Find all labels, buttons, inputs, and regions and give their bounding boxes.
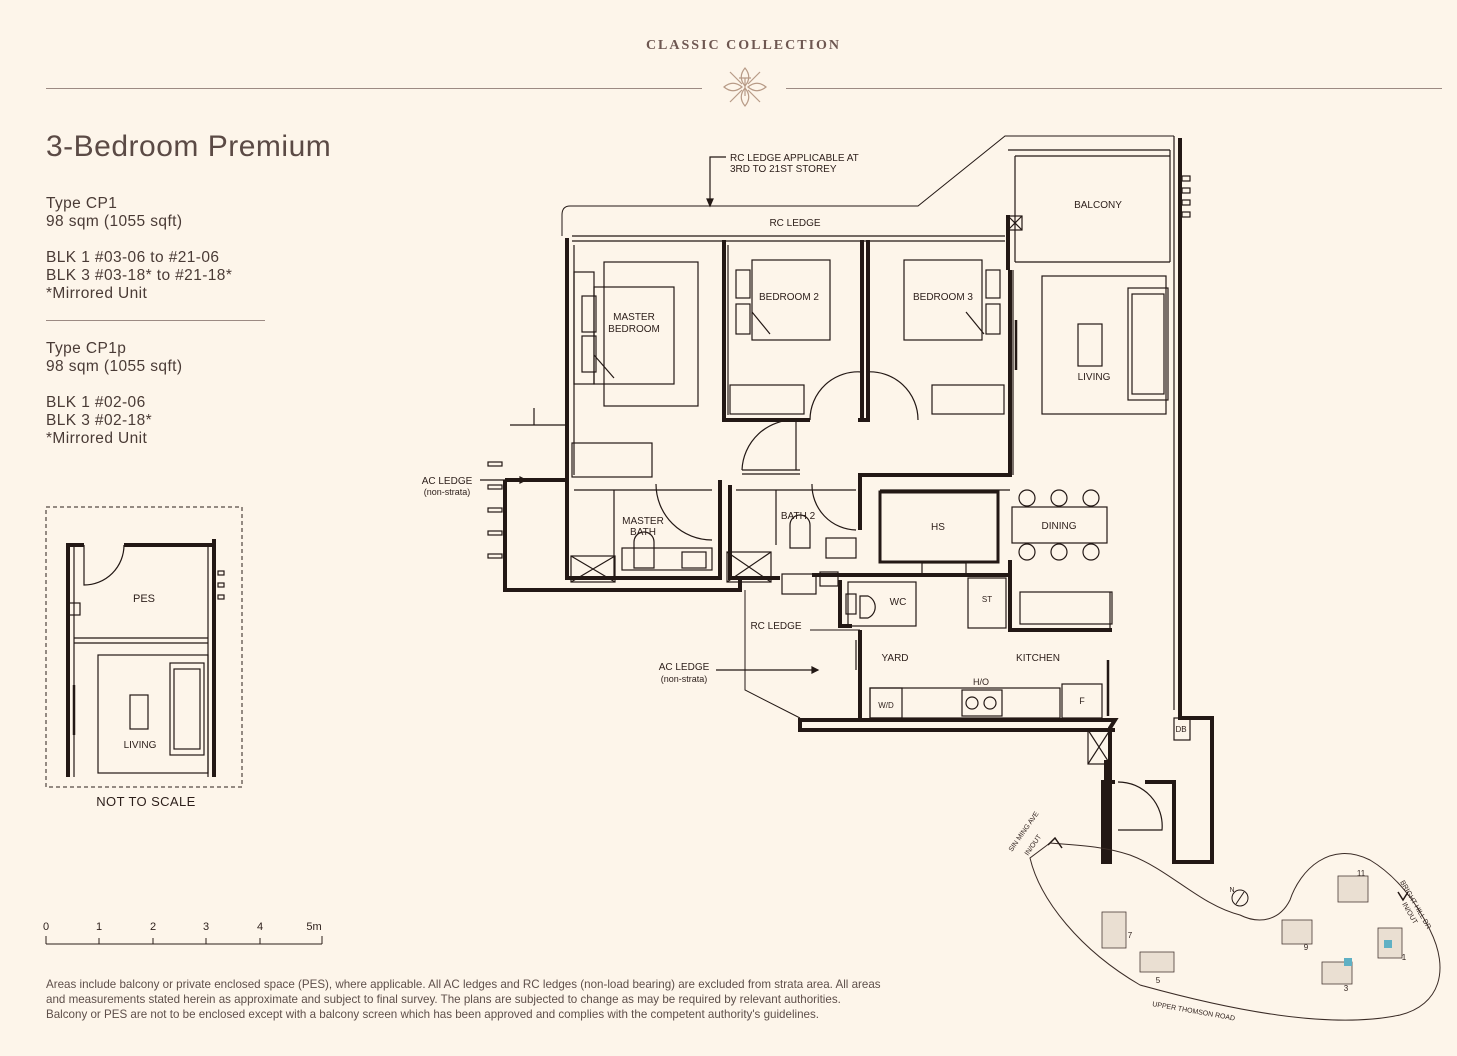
- type-note: *Mirrored Unit: [46, 285, 148, 302]
- balcony-label: BALCONY: [1074, 200, 1122, 211]
- sin-ming-inout-label: IN/OUT: [1024, 833, 1044, 857]
- ho-label: H/O: [973, 677, 989, 687]
- site-key-plan: 1 3 5 7 9 11 N SIN MING AVE IN/OUT BRIGH…: [1008, 810, 1441, 1023]
- highlight-unit-marker: [1384, 940, 1392, 948]
- scale-tick-label: 3: [203, 921, 209, 933]
- scale-bar: 0 1 2 3 4 5m: [43, 921, 323, 945]
- kitchen-label: KITCHEN: [1016, 653, 1060, 664]
- type-note: *Mirrored Unit: [46, 430, 148, 447]
- rc-ledge-note: RC LEDGE APPLICABLE AT: [730, 153, 859, 164]
- scale-tick-label: 4: [257, 921, 263, 933]
- block-number-label: 11: [1357, 869, 1366, 878]
- disclaimer-line: Areas include balcony or private enclose…: [46, 978, 881, 991]
- type-name: Type CP1p: [46, 340, 127, 357]
- master-bedroom-label: MASTER: [613, 312, 655, 323]
- type-block-line: BLK 1 #02-06: [46, 394, 146, 411]
- master-bedroom-label: BEDROOM: [608, 324, 660, 335]
- header-rule-right: [786, 88, 1442, 89]
- scale-tick-label: 5m: [306, 921, 321, 933]
- disclaimer-line: and measurements stated herein as approx…: [46, 993, 841, 1006]
- disclaimer: Areas include balcony or private enclose…: [46, 977, 1066, 1022]
- master-bath-label: MASTER: [622, 516, 664, 527]
- scale-tick-label: 2: [150, 921, 156, 933]
- disclaimer-line: Balcony or PES are not to be enclosed ex…: [46, 1008, 820, 1021]
- unit-title: 3-Bedroom Premium: [46, 130, 332, 163]
- inset-pes-label: PES: [133, 593, 155, 605]
- scale-tick-label: 1: [96, 921, 102, 933]
- type-cp1-block: Type CP1 98 sqm (1055 sqft) BLK 1 #03-06…: [46, 195, 232, 303]
- bath2-label: BATH 2: [781, 511, 816, 522]
- header-rule-left: [46, 88, 702, 89]
- type-block-line: BLK 3 #02-18*: [46, 412, 153, 429]
- block-number-label: 9: [1304, 943, 1309, 952]
- rc-ledge-mid-label: RC LEDGE: [750, 621, 801, 632]
- type-area: 98 sqm (1055 sqft): [46, 358, 183, 375]
- block-number-label: 1: [1402, 953, 1407, 962]
- not-to-scale-caption: NOT TO SCALE: [96, 794, 196, 809]
- block-number-label: 5: [1156, 976, 1161, 985]
- spec-divider: [46, 320, 265, 321]
- floral-crest-icon: [723, 67, 767, 107]
- bright-hill-label: BRIGHT HILL DR: [1398, 880, 1431, 931]
- dining-label: DINING: [1042, 521, 1077, 532]
- wd-label: W/D: [878, 701, 894, 710]
- scale-tick-label: 0: [43, 921, 49, 933]
- block-number-label: 7: [1128, 931, 1133, 940]
- type-block-line: BLK 3 #03-18* to #21-18*: [46, 267, 233, 284]
- highlight-unit-marker: [1344, 958, 1352, 966]
- type-block-line: BLK 1 #03-06 to #21-06: [46, 249, 220, 266]
- bright-hill-inout-label: IN/OUT: [1400, 902, 1418, 927]
- wc-label: WC: [890, 597, 907, 608]
- type-area: 98 sqm (1055 sqft): [46, 213, 183, 230]
- bedroom3-label: BEDROOM 3: [913, 292, 973, 303]
- db-label: DB: [1175, 725, 1186, 734]
- type-name: Type CP1: [46, 195, 118, 212]
- ac-ledge-mid-label: AC LEDGE: [659, 662, 710, 673]
- pes-inset-plan: PES LIVING: [45, 506, 243, 788]
- inset-living-label: LIVING: [124, 740, 157, 751]
- ac-ledge-mid-label: (non-strata): [661, 674, 708, 684]
- ac-ledge-left-label: AC LEDGE: [422, 476, 473, 487]
- fridge-label: F: [1079, 696, 1085, 706]
- block-number-label: 3: [1344, 984, 1349, 993]
- st-label: ST: [982, 595, 992, 604]
- north-label: N: [1229, 887, 1234, 894]
- bedroom2-label: BEDROOM 2: [759, 292, 819, 303]
- collection-title: CLASSIC COLLECTION: [645, 38, 842, 53]
- rc-ledge-top-label: RC LEDGE: [769, 218, 820, 229]
- type-cp1p-block: Type CP1p 98 sqm (1055 sqft) BLK 1 #02-0…: [46, 340, 182, 448]
- hs-label: HS: [931, 522, 945, 533]
- yard-label: YARD: [881, 653, 908, 664]
- rc-ledge-note: 3RD TO 21ST STOREY: [730, 164, 837, 175]
- road-label: UPPER THOMSON ROAD: [1152, 1001, 1236, 1022]
- master-bath-label: BATH: [630, 527, 656, 538]
- sin-ming-label: SIN MING AVE: [1008, 810, 1041, 853]
- living-label: LIVING: [1078, 372, 1111, 383]
- ac-ledge-left-label: (non-strata): [424, 487, 471, 497]
